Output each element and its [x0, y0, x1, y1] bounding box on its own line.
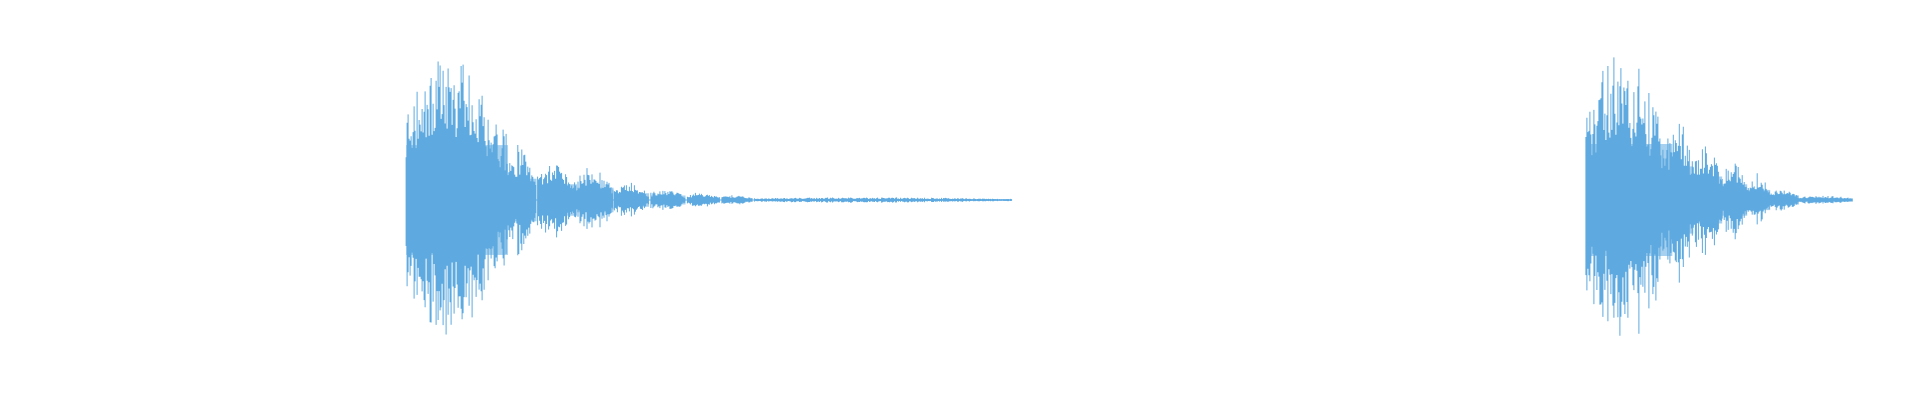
- waveform-path: [1585, 57, 1853, 336]
- waveform-clip-2[interactable]: [1585, 57, 1853, 336]
- waveform-clips: [405, 57, 1853, 336]
- waveform-clip-1[interactable]: [405, 61, 1013, 335]
- waveform-path: [405, 61, 1013, 335]
